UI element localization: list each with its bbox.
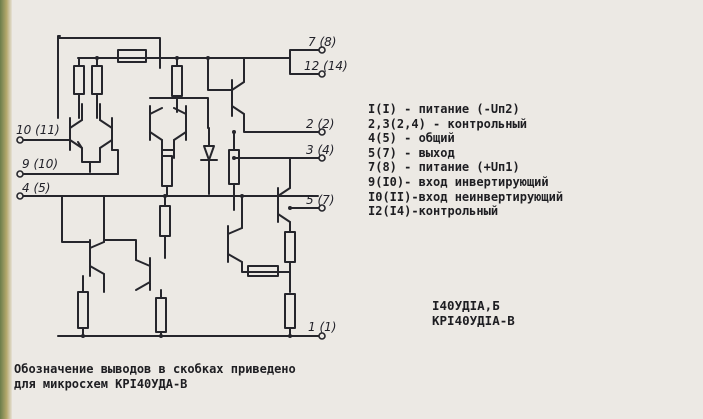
transistor-q1 xyxy=(69,117,83,151)
transistor-q8 xyxy=(227,225,243,263)
footnote-line: Обозначение выводов в скобках приведено xyxy=(14,362,296,376)
legend-line: 5(7) - выход xyxy=(368,145,455,160)
legend-line: 2,3(2,4) - контрольный xyxy=(368,116,527,131)
footnote: Обозначение выводов в скобках приведено … xyxy=(14,362,296,392)
resistor-top xyxy=(117,49,147,63)
pin-label-10: 10 (11) xyxy=(16,123,60,137)
pin-label-12: 12 (14) xyxy=(304,59,348,73)
legend-line: 4(5) - общий xyxy=(368,131,455,146)
pin-label-3: 3 (4) xyxy=(306,143,334,157)
supply-rail-top xyxy=(57,35,319,119)
model-line: КРI40УДIА-В xyxy=(432,313,515,328)
diode xyxy=(200,127,218,195)
legend-line: I(I) - питание (-Uп2) xyxy=(368,102,520,116)
resistor-r2 xyxy=(91,65,103,95)
legend-line: I2(I4)-контрольный xyxy=(368,204,499,219)
footnote-line: для микросхем КРI40УДА-В xyxy=(14,377,188,391)
resistor-r7 xyxy=(247,265,279,277)
legend-line: I0(II)-вход неинвертирующий xyxy=(368,189,564,204)
transistor-q9 xyxy=(277,187,291,223)
pin-label-9: 9 (10) xyxy=(22,157,58,171)
pin-label-1: 1 (1) xyxy=(308,320,336,334)
pin-label-4: 4 (5) xyxy=(22,181,50,195)
transistor-q5 xyxy=(231,79,245,117)
pin-legend: I(I) - питание (-Uп2) 2,3(2,4) - контрол… xyxy=(368,102,698,219)
resistor-r5 xyxy=(159,205,171,237)
legend-line: 7(8) - питание (+Uп1) xyxy=(368,160,520,175)
transistor-q7 xyxy=(135,257,151,291)
transistor-q2 xyxy=(99,117,113,151)
resistor-r6 xyxy=(161,155,173,187)
transistor-q3 xyxy=(149,105,163,141)
transistor-q4 xyxy=(173,105,187,141)
resistor-r11 xyxy=(284,293,296,329)
legend-line: 9(I0)- вход инвертирующий xyxy=(368,174,549,189)
pin-label-2: 2 (2) xyxy=(306,117,334,131)
resistor-r8 xyxy=(284,231,296,263)
page-edge xyxy=(0,0,12,419)
model-designation: I40УДIА,Б КРI40УДIА-В xyxy=(432,298,515,328)
transistor-q6 xyxy=(89,239,105,277)
resistor-r3 xyxy=(171,65,183,97)
resistor-r4 xyxy=(228,149,240,185)
pin-label-5: 5 (7) xyxy=(306,193,334,207)
resistor-r1 xyxy=(73,65,85,95)
resistor-r10 xyxy=(155,297,167,333)
model-line: I40УДIА,Б xyxy=(432,298,500,313)
resistor-r9 xyxy=(77,291,89,329)
pin-label-7: 7 (8) xyxy=(308,35,336,49)
